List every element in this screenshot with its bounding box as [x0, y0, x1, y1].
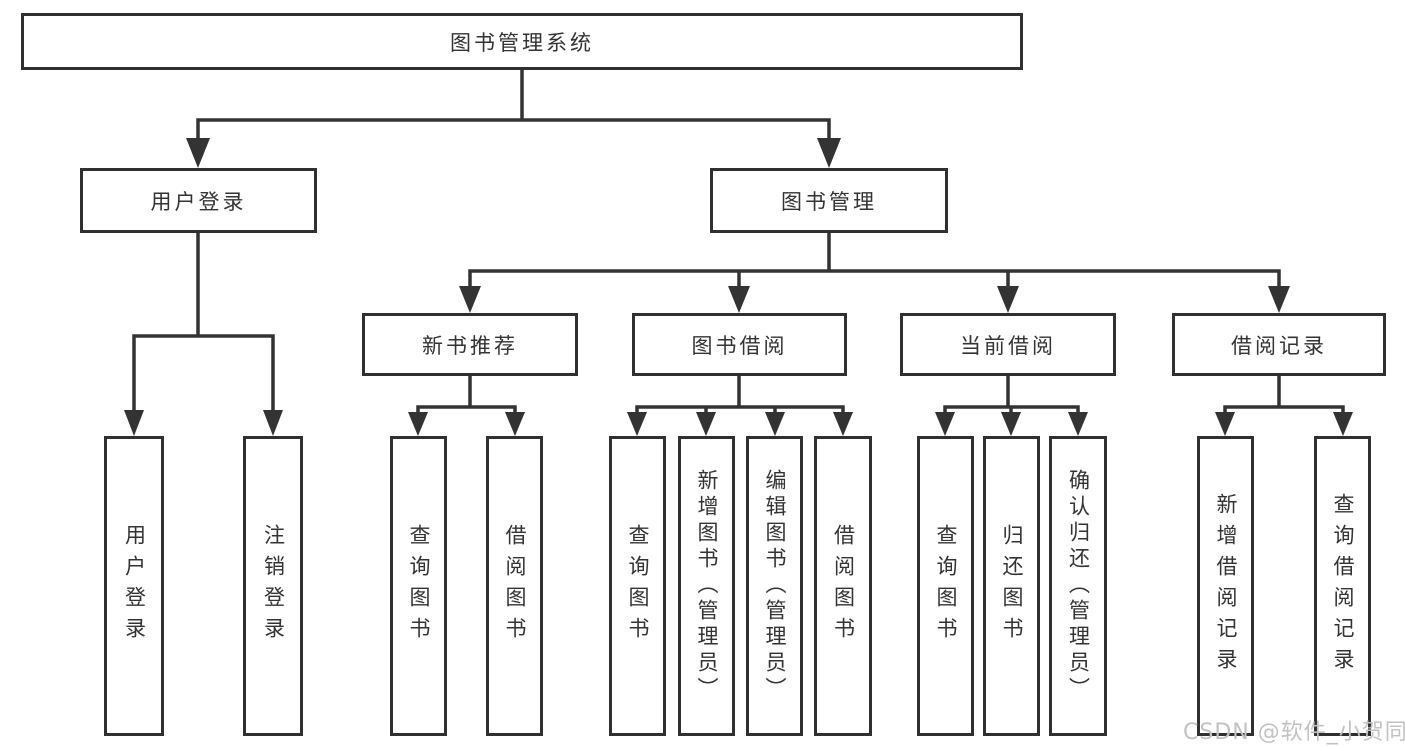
node-label: 借阅图书 — [503, 524, 527, 648]
arrowhead — [696, 412, 716, 436]
node-label: 用户登录 — [150, 189, 247, 214]
node-label: 用户登录 — [122, 524, 147, 648]
leaf-newrec-borrow-books: 借阅图书 — [486, 436, 543, 736]
arrowhead — [1215, 412, 1235, 436]
arrowhead — [935, 412, 955, 436]
leaf-user-login: 用户登录 — [104, 436, 164, 736]
node-new-book-recommend: 新书推荐 — [362, 313, 578, 376]
arrowhead — [505, 412, 525, 436]
connector-new-book-recommend-children — [408, 374, 525, 436]
node-user-login: 用户登录 — [80, 168, 317, 233]
node-label: 注销登录 — [261, 524, 286, 648]
csdn-watermark: CSDN @软件_小贺同学 — [1183, 720, 1405, 745]
connector-borrow-records-children — [1215, 374, 1353, 436]
node-label: 借阅图书 — [831, 524, 856, 648]
arrowhead — [833, 412, 853, 436]
arrowhead — [1268, 286, 1290, 313]
arrowhead — [765, 412, 785, 436]
node-label: 新增图书（管理员） — [695, 469, 719, 703]
connector-line — [196, 68, 831, 144]
connector-user-login-children — [124, 231, 283, 436]
node-borrow-records: 借阅记录 — [1172, 313, 1386, 376]
arrowhead — [1001, 412, 1021, 436]
arrowhead — [728, 286, 750, 313]
arrowhead — [408, 412, 428, 436]
arrowhead — [263, 410, 283, 436]
leaf-borrow-query-books: 查询图书 — [609, 436, 666, 736]
node-label: 图书借阅 — [691, 333, 788, 358]
arrowhead — [459, 286, 481, 313]
node-label: 新书推荐 — [422, 333, 518, 358]
arrowhead — [1333, 412, 1353, 436]
node-label: 当前借阅 — [960, 333, 1056, 358]
leaf-current-confirm-return-admin: 确认归还（管理员） — [1049, 436, 1107, 736]
connector-line — [943, 374, 1080, 418]
node-label: 图书管理 — [781, 189, 877, 214]
leaf-logout: 注销登录 — [243, 436, 303, 736]
node-label: 借阅记录 — [1231, 333, 1327, 358]
arrowhead — [817, 138, 841, 168]
leaf-current-return-books: 归还图书 — [983, 436, 1040, 736]
connector-line — [1223, 374, 1345, 418]
connector-book-borrow-children — [627, 374, 853, 436]
arrowhead — [627, 412, 647, 436]
leaf-borrow-edit-books-admin: 编辑图书（管理员） — [746, 436, 803, 736]
node-book-management: 图书管理 — [710, 168, 948, 233]
node-book-borrow: 图书借阅 — [632, 313, 847, 376]
node-root: 图书管理系统 — [21, 13, 1023, 70]
connector-root-to-level2 — [186, 68, 841, 168]
arrowhead — [124, 410, 144, 436]
node-label: 查询图书 — [626, 524, 650, 648]
arrowhead — [1068, 412, 1088, 436]
node-current-borrow: 当前借阅 — [900, 313, 1116, 376]
node-label: 查询图书 — [934, 524, 958, 648]
connector-current-borrow-children — [935, 374, 1088, 436]
arrowhead — [997, 286, 1019, 313]
node-label: 编辑图书（管理员） — [763, 469, 787, 703]
connector-book-management-to-level3 — [459, 231, 1290, 313]
leaf-current-query-books: 查询图书 — [917, 436, 974, 736]
node-label: 归还图书 — [1000, 524, 1024, 648]
leaf-borrow-borrow-books: 借阅图书 — [814, 436, 872, 736]
connector-line — [468, 231, 1281, 293]
leaf-borrow-add-books-admin: 新增图书（管理员） — [678, 436, 735, 736]
arrowhead — [186, 138, 210, 168]
node-label: 新增借阅记录 — [1214, 493, 1238, 679]
node-label: 查询图书 — [407, 524, 431, 648]
node-label: 图书管理系统 — [450, 30, 594, 55]
node-label: 确认归还（管理员） — [1066, 469, 1091, 703]
connector-line — [132, 231, 275, 418]
leaf-records-query-record: 查询借阅记录 — [1314, 436, 1371, 736]
leaf-newrec-query-books: 查询图书 — [390, 436, 447, 736]
connector-line — [635, 374, 845, 418]
node-label: 查询借阅记录 — [1331, 493, 1355, 679]
connector-line — [416, 374, 517, 418]
leaf-records-add-record: 新增借阅记录 — [1197, 436, 1254, 736]
